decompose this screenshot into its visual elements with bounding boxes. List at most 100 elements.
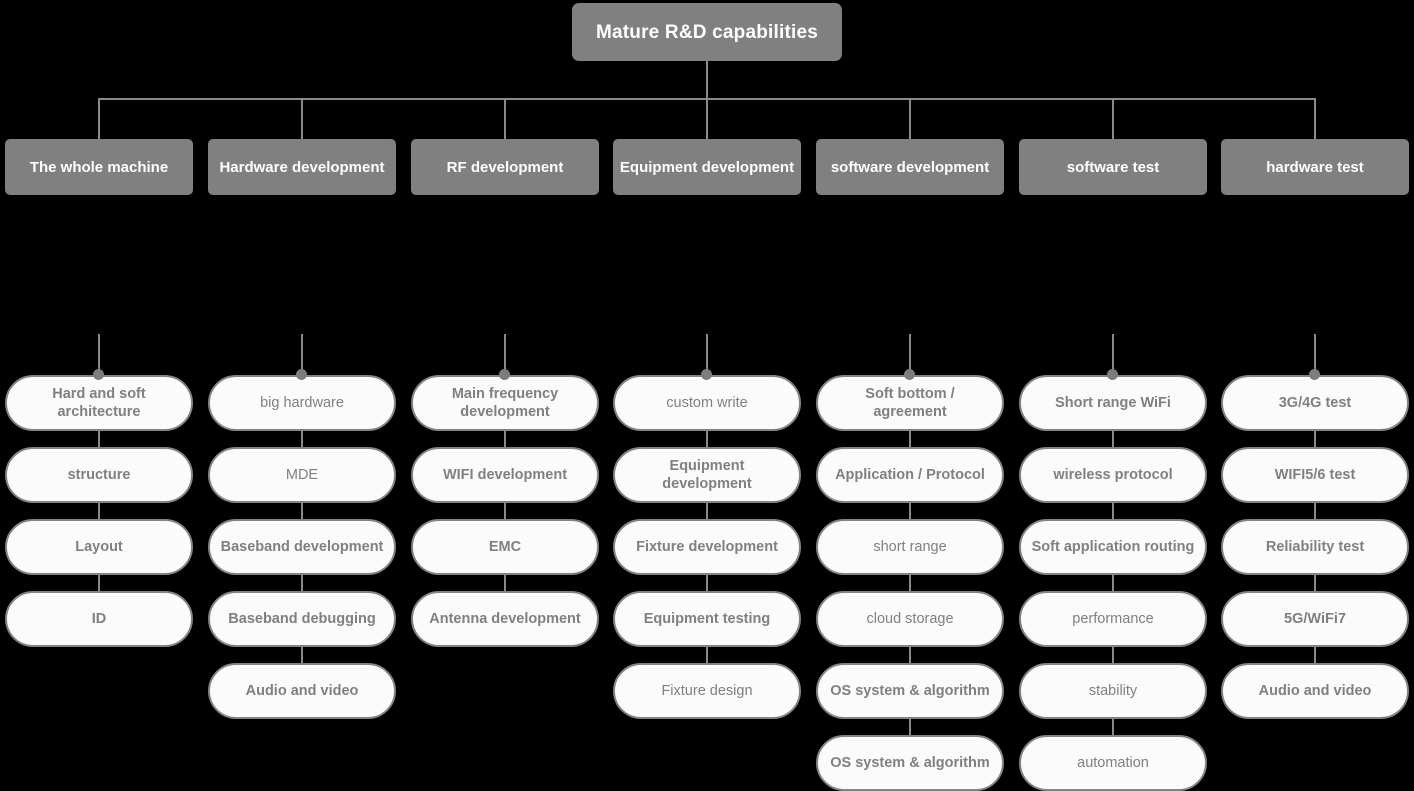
capability-pill[interactable]: automation [1019, 735, 1207, 791]
column-header-4[interactable]: Equipment development [613, 139, 801, 195]
bus-drop-connector-1 [98, 98, 100, 139]
capability-pill[interactable]: performance [1019, 591, 1207, 647]
capability-pill-label: cloud storage [866, 611, 954, 627]
root-node: Mature R&D capabilities [572, 3, 842, 61]
capability-pill-label: custom write [666, 395, 748, 411]
column-header-3[interactable]: RF development [411, 139, 599, 195]
capability-pill[interactable]: wireless protocol [1019, 447, 1207, 503]
capability-pill[interactable]: short range [816, 519, 1004, 575]
capability-pill[interactable]: Antenna development [411, 591, 599, 647]
capability-pill[interactable]: big hardware [208, 375, 396, 431]
column-header-1[interactable]: The whole machine [5, 139, 193, 195]
list-item: cloud storage [816, 591, 1004, 663]
capability-pill[interactable]: Soft application routing [1019, 519, 1207, 575]
capability-pill[interactable]: Audio and video [1221, 663, 1409, 719]
column-header-2[interactable]: Hardware development [208, 139, 396, 195]
capability-pill[interactable]: Fixture design [613, 663, 801, 719]
capability-pill-label: Antenna development [429, 611, 581, 627]
capability-pill-label: Soft bottom / agreement [865, 386, 955, 420]
list-item: Baseband development [208, 519, 396, 591]
root-stem-connector [706, 61, 708, 99]
capability-pill-label: Equipment development [662, 458, 752, 492]
capability-pill[interactable]: Soft bottom / agreement [816, 375, 1004, 431]
list-item: 5G/WiFi7 [1221, 591, 1409, 663]
capability-pill-label: OS system & algorithm [830, 683, 990, 699]
root-node-label: Mature R&D capabilities [595, 21, 819, 43]
capability-pill[interactable]: MDE [208, 447, 396, 503]
capability-pill-label: Audio and video [245, 683, 359, 699]
capability-pill[interactable]: EMC [411, 519, 599, 575]
capability-pill[interactable]: Application / Protocol [816, 447, 1004, 503]
connector-dot-icon [499, 369, 510, 380]
capability-pill[interactable]: Reliability test [1221, 519, 1409, 575]
capability-pill[interactable]: Fixture development [613, 519, 801, 575]
column-header-label: hardware test [1266, 158, 1364, 176]
capability-pill[interactable]: Baseband debugging [208, 591, 396, 647]
capability-pill-label: MDE [285, 467, 319, 483]
capability-pill[interactable]: Audio and video [208, 663, 396, 719]
list-item: Layout [5, 519, 193, 591]
capability-pill[interactable]: Short range WiFi [1019, 375, 1207, 431]
connector-dot-icon [701, 369, 712, 380]
column-header-7[interactable]: hardware test [1221, 139, 1409, 195]
column-stem-connector-1 [98, 334, 100, 375]
capability-pill-label: 3G/4G test [1278, 395, 1352, 411]
capability-pill[interactable]: OS system & algorithm [816, 735, 1004, 791]
bus-drop-connector-5 [909, 98, 911, 139]
column-stem-connector-4 [706, 334, 708, 375]
capability-pill[interactable]: WIFI development [411, 447, 599, 503]
capability-pill[interactable]: 5G/WiFi7 [1221, 591, 1409, 647]
capability-pill[interactable]: ID [5, 591, 193, 647]
capability-pill-label: Hard and soft architecture [52, 386, 146, 420]
list-item: 3G/4G test [1221, 375, 1409, 447]
column-header-label: Equipment development [619, 158, 795, 176]
capability-pill[interactable]: custom write [613, 375, 801, 431]
capability-pill-label: WIFI5/6 test [1274, 467, 1356, 483]
list-item: ID [5, 591, 193, 647]
capability-pill-label: Equipment testing [643, 611, 771, 627]
list-item: Main frequency development [411, 375, 599, 447]
capability-pill-label: OS system & algorithm [830, 755, 990, 771]
capability-pill-label: Application / Protocol [835, 467, 985, 483]
list-item: structure [5, 447, 193, 519]
capability-pill[interactable]: Layout [5, 519, 193, 575]
capability-pill[interactable]: OS system & algorithm [816, 663, 1004, 719]
list-item: WIFI development [411, 447, 599, 519]
column-header-5[interactable]: software development [816, 139, 1004, 195]
capability-pill[interactable]: Equipment development [613, 447, 801, 503]
list-item: custom write [613, 375, 801, 447]
list-item: Audio and video [1221, 663, 1409, 719]
list-item: EMC [411, 519, 599, 591]
list-item: MDE [208, 447, 396, 519]
list-item: wireless protocol [1019, 447, 1207, 519]
capability-pill[interactable]: WIFI5/6 test [1221, 447, 1409, 503]
capability-pill[interactable]: structure [5, 447, 193, 503]
connector-dot-icon [1107, 369, 1118, 380]
capability-pill-label: Soft application routing [1031, 539, 1195, 555]
capability-pill[interactable]: Baseband development [208, 519, 396, 575]
column-header-6[interactable]: software test [1019, 139, 1207, 195]
capability-pill[interactable]: stability [1019, 663, 1207, 719]
capability-pill[interactable]: cloud storage [816, 591, 1004, 647]
bus-drop-connector-7 [1314, 98, 1316, 139]
bus-drop-connector-2 [301, 98, 303, 139]
capability-pill[interactable]: 3G/4G test [1221, 375, 1409, 431]
column-header-label: software test [1066, 158, 1160, 176]
capability-pill[interactable]: Equipment testing [613, 591, 801, 647]
list-item: stability [1019, 663, 1207, 735]
capability-pill[interactable]: Main frequency development [411, 375, 599, 431]
column-header-label: Hardware development [219, 158, 385, 176]
list-item: performance [1019, 591, 1207, 663]
capability-pill-label: ID [91, 611, 107, 627]
column-stem-connector-7 [1314, 334, 1316, 375]
bus-drop-connector-3 [504, 98, 506, 139]
rnd-capability-diagram: Mature R&D capabilities The whole machin… [5, 3, 1409, 791]
capability-pill-label: WIFI development [442, 467, 568, 483]
capability-pill[interactable]: Hard and soft architecture [5, 375, 193, 431]
